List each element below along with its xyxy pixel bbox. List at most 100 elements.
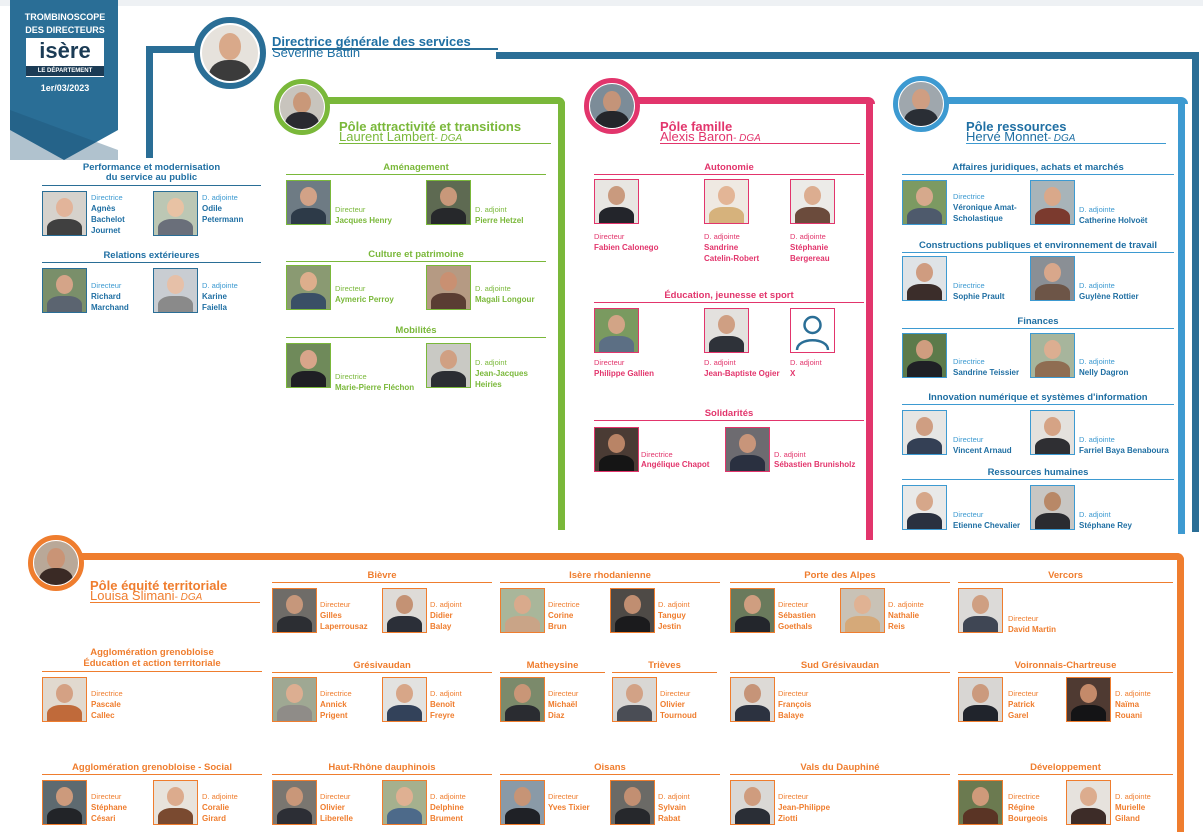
role: D. adjoint	[658, 600, 690, 609]
user-silhouette-icon	[795, 315, 830, 351]
photo-veronique-amat	[902, 180, 947, 225]
photo-aymeric-perroy	[286, 265, 331, 310]
pink-title-underline	[660, 143, 860, 144]
pole-ressources-name: Hervé Monnet- DGA	[966, 129, 1076, 144]
photo-sophie-prault	[902, 256, 947, 301]
green-title-underline	[339, 143, 551, 144]
role: D. adjointe	[1115, 689, 1151, 698]
person-name: Régine	[1008, 803, 1035, 812]
person-name: Etienne Chevalier	[953, 521, 1021, 530]
person-name: Goethals	[778, 622, 813, 631]
photo-sandrine-catelin-robert	[704, 179, 749, 224]
person-name: Aymeric Perroy	[335, 295, 394, 304]
person-name: Jean-Baptiste Ogier	[704, 369, 780, 378]
person-name: Catherine Holvoët	[1079, 216, 1148, 225]
photo-olivier-liberelle	[272, 780, 317, 825]
role: D. adjointe	[475, 284, 511, 293]
sec-gresivaudan-title: Grésivaudan	[353, 660, 411, 671]
role: D. adjoint	[774, 450, 806, 459]
person-name: Laperrousaz	[320, 622, 368, 631]
person-name: Sébastien	[778, 611, 816, 620]
sec-culture-line	[286, 261, 546, 262]
person-name: Césari	[91, 814, 116, 823]
role: D. adjointe	[1079, 357, 1115, 366]
role: Directeur	[778, 689, 809, 698]
photo-david-martin	[958, 588, 1003, 633]
sec-voironnais-line	[958, 672, 1173, 673]
role: Directeur	[548, 689, 579, 698]
orange-connector-right	[1177, 553, 1184, 832]
role: D. adjointe	[430, 792, 466, 801]
role: D. adjoint	[430, 689, 462, 698]
orange-title-underline	[90, 602, 260, 603]
person-name: Pascale	[91, 700, 121, 709]
sec-rh-line	[902, 479, 1174, 480]
role: Directrice	[953, 192, 985, 201]
pole-attractivite-title: Pôle attractivité et transitions	[339, 119, 522, 134]
sec-haut-rhone-title: Haut-Rhône dauphinois	[328, 762, 436, 773]
person-name: Rouani	[1115, 711, 1143, 720]
sec-trieves-title: Trièves	[648, 660, 681, 671]
isere-logo-subtext: LE DÉPARTEMENT	[26, 66, 104, 76]
person-name: Tanguy	[658, 611, 686, 620]
sec-performance-line	[42, 185, 261, 186]
tag-line-1: TROMBINOSCOPE	[24, 12, 106, 22]
person-name: Sandrine Teissier	[953, 368, 1020, 377]
sec-amenagement-line	[286, 174, 546, 175]
sec-agglo-education-line	[42, 671, 262, 672]
green-connector-right	[558, 97, 565, 530]
person-name: Stéphane Rey	[1079, 521, 1132, 530]
person-name: Stéphanie	[790, 243, 829, 252]
photo-olivier-tournoud	[612, 677, 657, 722]
photo-fabien-calonego	[594, 179, 639, 224]
person-name: David Martin	[1008, 625, 1057, 634]
role: Directeur	[320, 600, 351, 609]
role: D. adjoint	[430, 600, 462, 609]
sec-porte-alpes-title: Porte des Alpes	[804, 570, 876, 581]
pole-famille-title: Pôle famille	[660, 119, 733, 134]
role: D. adjointe	[1115, 792, 1151, 801]
role: Directeur	[594, 358, 625, 367]
sec-amenagement-title: Aménagement	[383, 162, 449, 173]
role: Directrice	[548, 600, 580, 609]
role: Directrice	[91, 689, 123, 698]
photo-pascale-callec	[42, 677, 87, 722]
photo-tanguy-jestin	[610, 588, 655, 633]
person-name: Karine	[202, 292, 227, 301]
role: Directeur	[335, 284, 366, 293]
photo-stephanie-bergereau	[790, 179, 835, 224]
person-name: Garel	[1008, 711, 1029, 720]
sec-vercors-title: Vercors	[1048, 570, 1083, 581]
role: D. adjoint	[790, 358, 822, 367]
tag-date: 1er/03/2023	[40, 83, 90, 93]
photo-sylvain-rabat	[610, 780, 655, 825]
sec-gresivaudan-line	[272, 672, 492, 673]
role: Directrice	[91, 193, 123, 202]
person-name: Catelin-Robert	[704, 254, 760, 263]
person-name: Pierre Hetzel	[475, 216, 524, 225]
sec-constructions-line	[902, 252, 1174, 253]
person-name: Corine	[548, 611, 574, 620]
photo-francois-balaye	[730, 677, 775, 722]
photo-farriel-baya-benaboura	[1030, 410, 1075, 455]
role: Directeur	[1008, 689, 1039, 698]
role: Directrice	[335, 372, 367, 381]
role: D. adjointe	[888, 600, 924, 609]
person-name: Coralie	[202, 803, 230, 812]
person-name: Balaye	[778, 711, 804, 720]
lightblue-connector-top	[920, 97, 1188, 104]
sec-developpement-title: Développement	[1030, 762, 1101, 773]
photo-yves-tixier	[500, 780, 545, 825]
photo-etienne-chevalier	[902, 485, 947, 530]
role: D. adjointe	[202, 193, 238, 202]
person-name: Nelly Dagron	[1079, 368, 1129, 377]
pole-ressources-title: Pôle ressources	[966, 119, 1067, 134]
sec-agglo-social-title: Agglomération grenobloise - Social	[72, 762, 232, 773]
sec-finances-title: Finances	[1017, 316, 1059, 327]
photo-magali-longour	[426, 265, 471, 310]
photo-angelique-chapot	[594, 427, 639, 472]
pole-equite-title: Pôle équité territoriale	[90, 578, 228, 593]
photo-placeholder-x	[790, 308, 835, 353]
person-name: Patrick	[1008, 700, 1035, 709]
sec-finances-line	[902, 328, 1174, 329]
